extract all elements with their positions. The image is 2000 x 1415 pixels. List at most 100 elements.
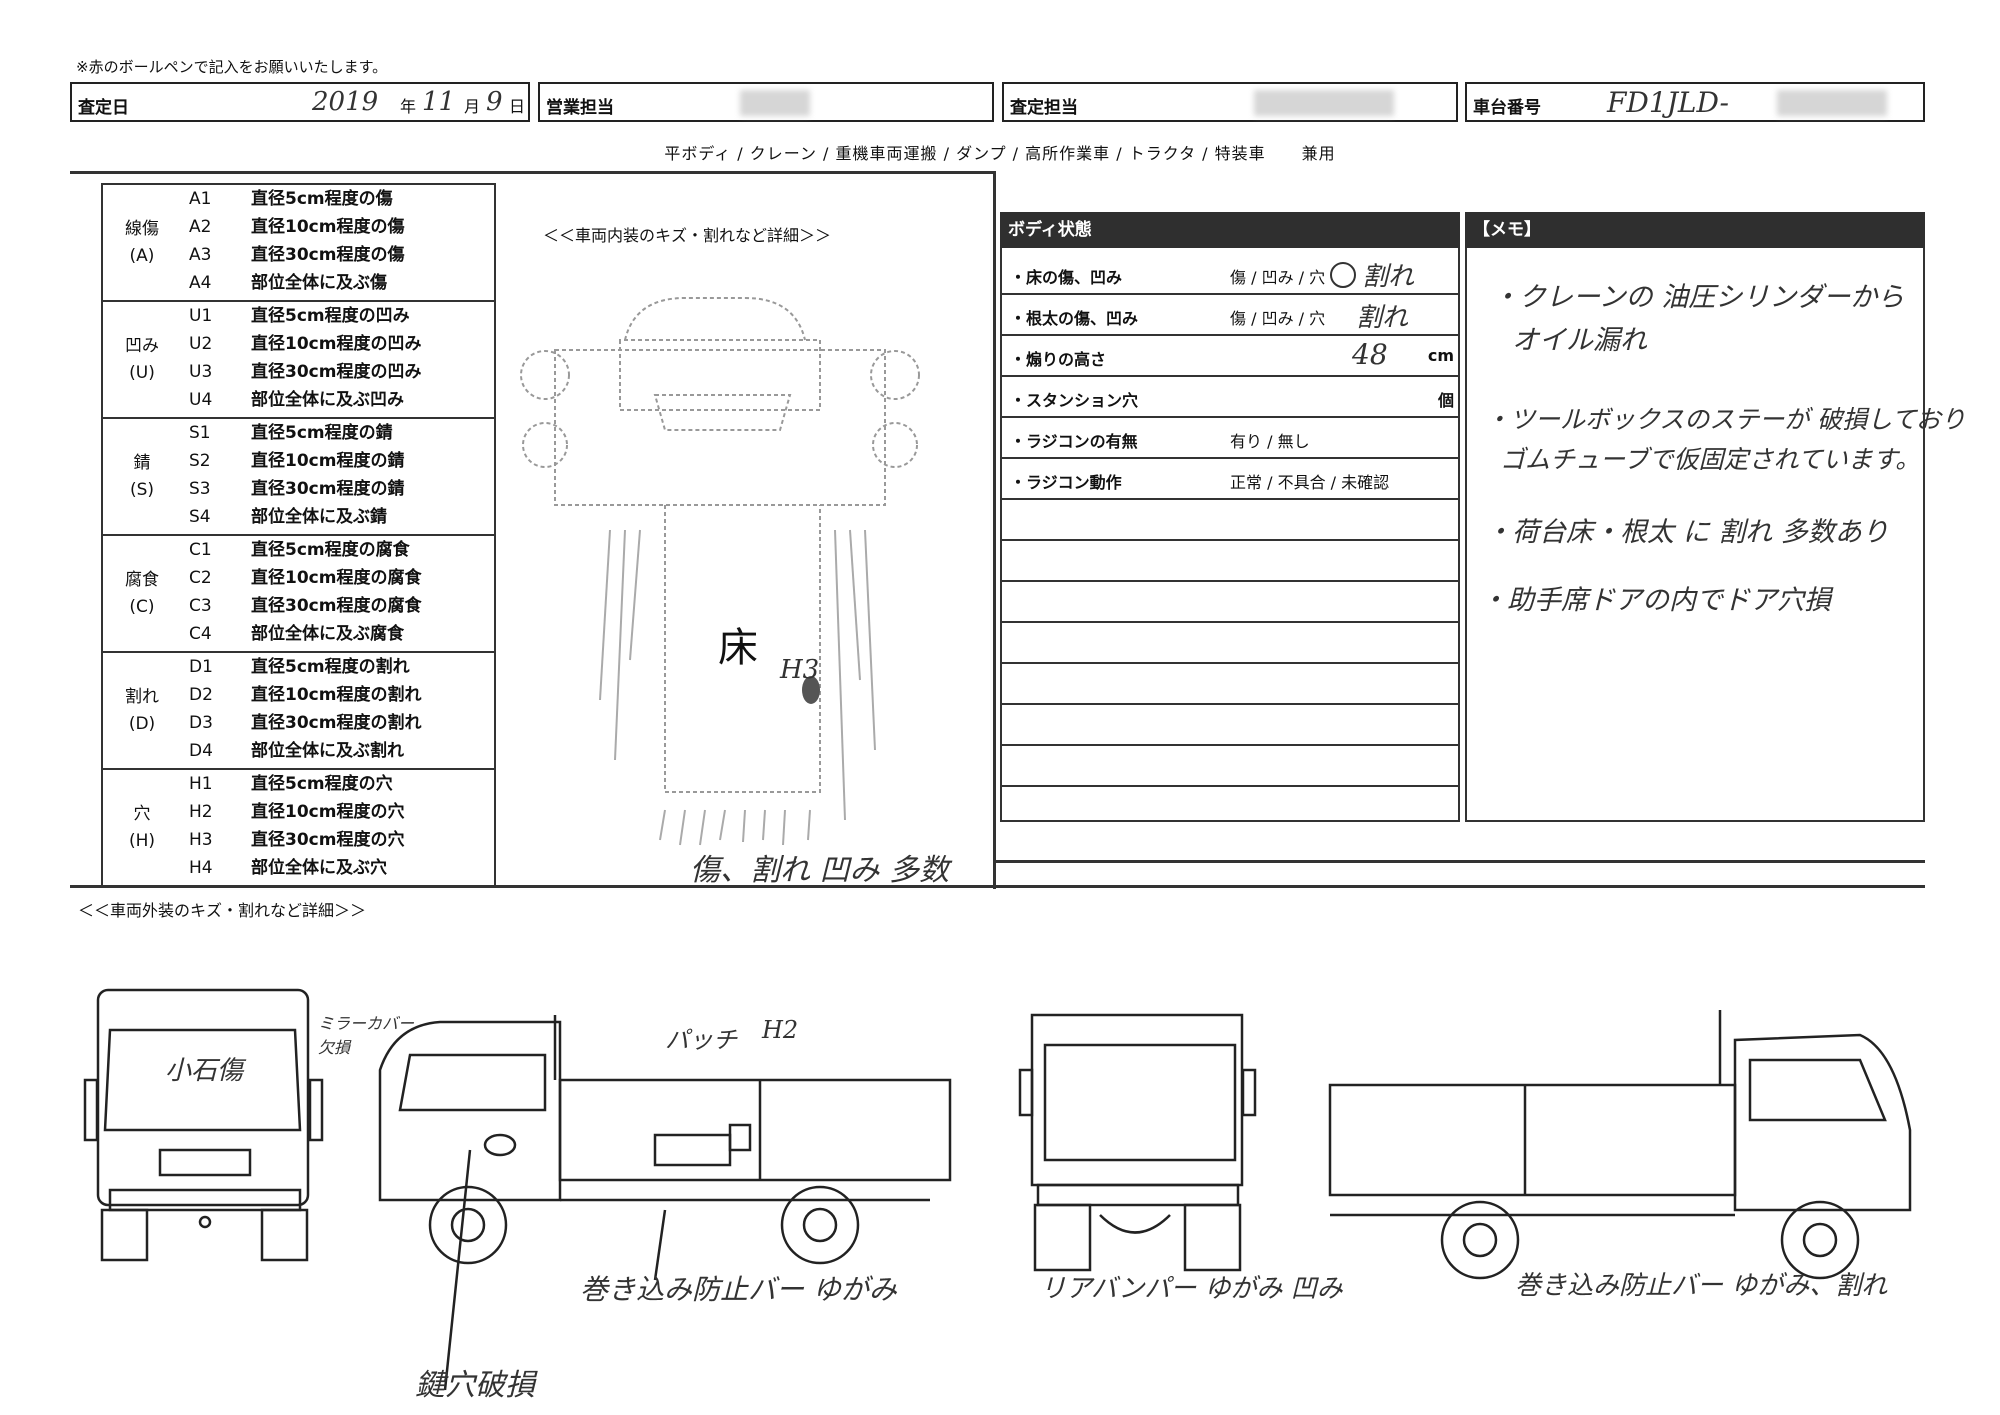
right-mirror bbox=[870, 350, 920, 400]
legend-code: D2 bbox=[189, 685, 213, 705]
exterior-truck-diagrams[interactable] bbox=[0, 960, 2000, 1415]
memo-line: オイル漏れ bbox=[1512, 325, 1647, 356]
legend-desc: 部位全体に及ぶ錆 bbox=[251, 507, 387, 527]
blank-row[interactable] bbox=[1002, 705, 1458, 746]
underrun-left-note: 巻き込み防止バー ゆがみ bbox=[580, 1273, 897, 1306]
console bbox=[653, 394, 792, 431]
blank-row[interactable] bbox=[1002, 582, 1458, 623]
windshield-note: 小石傷 bbox=[165, 1056, 244, 1086]
legend-code: C2 bbox=[189, 568, 212, 588]
legend-desc: 部位全体に及ぶ腐食 bbox=[251, 624, 404, 644]
body-row-joist[interactable]: ・根太の傷、凹み 傷 / 凹み / 穴 割れ bbox=[1002, 295, 1458, 336]
legend-desc: 直径5cm程度の割れ bbox=[251, 657, 410, 677]
body-row-floor[interactable]: ・床の傷、凹み 傷 / 凹み / 穴 割れ bbox=[1002, 254, 1458, 295]
legend-code: A2 bbox=[189, 217, 212, 237]
underrun-leader-line bbox=[653, 1209, 667, 1281]
vehicle-number-field[interactable]: 車台番号 FD1JLD- bbox=[1465, 82, 1925, 122]
body-row-stanchion[interactable]: ・スタンション穴 個 bbox=[1002, 377, 1458, 418]
body-row-remote[interactable]: ・ラジコンの有無 有り / 無し bbox=[1002, 418, 1458, 459]
legend-group-name: 錆 bbox=[133, 453, 151, 473]
blank-row[interactable] bbox=[1002, 623, 1458, 664]
legend-desc: 直径5cm程度の凹み bbox=[251, 306, 410, 326]
blank-row[interactable] bbox=[1002, 500, 1458, 541]
blank-row[interactable] bbox=[1002, 541, 1458, 582]
h2-label: H2 bbox=[762, 1016, 799, 1044]
rear-bumper-note: リアバンパー ゆがみ 凹み bbox=[1040, 1274, 1343, 1304]
body-row-remote-operation[interactable]: ・ラジコン動作 正常 / 不具合 / 未確認 bbox=[1002, 459, 1458, 500]
keyhole-leader-line bbox=[443, 1149, 472, 1391]
truck-side-view-left bbox=[378, 1015, 952, 1265]
appraisal-date-field[interactable]: 査定日 2019 年 11 月 9 日 bbox=[70, 82, 530, 122]
legend-code: S2 bbox=[189, 451, 211, 471]
floor-label: 床 bbox=[718, 625, 758, 671]
row-options: 傷 / 凹み / 穴 bbox=[1230, 309, 1326, 328]
legend-group-code: (S) bbox=[129, 480, 155, 500]
appraiser-label: 査定担当 bbox=[1010, 98, 1078, 118]
legend-desc: 部位全体に及ぶ割れ bbox=[251, 741, 404, 761]
legend-desc: 直径5cm程度の穴 bbox=[251, 774, 393, 794]
legend-desc: 直径10cm程度の割れ bbox=[251, 685, 422, 705]
legend-code: H2 bbox=[189, 802, 213, 822]
cabin-roof bbox=[624, 297, 806, 341]
truck-side-view-right bbox=[1328, 1010, 1912, 1280]
interior-section-title: ＜＜車両内装のキズ・割れなど詳細＞＞ bbox=[543, 226, 832, 245]
legend-group-code: (H) bbox=[128, 831, 156, 851]
body-row-gate-height[interactable]: ・煽りの高さ 48 cm bbox=[1002, 336, 1458, 377]
row-label: ・根太の傷、凹み bbox=[1010, 309, 1139, 328]
dashboard bbox=[619, 339, 821, 411]
memo-line: ・クレーンの 油圧シリンダーから bbox=[1492, 282, 1905, 313]
legend-code: C3 bbox=[189, 596, 212, 616]
legend-code: H1 bbox=[189, 774, 213, 794]
row-handwritten: 48 bbox=[1352, 338, 1388, 371]
legend-code: U1 bbox=[189, 306, 213, 326]
interior-floor-diagram[interactable] bbox=[515, 280, 965, 900]
blank-row[interactable] bbox=[1002, 664, 1458, 705]
legend-code: C4 bbox=[189, 624, 212, 644]
legend-code: U2 bbox=[189, 334, 213, 354]
body-status-title: ボディ状態 bbox=[1000, 212, 1460, 248]
date-month: 11 bbox=[422, 87, 456, 117]
day-unit: 日 bbox=[509, 97, 526, 116]
legend-desc: 部位全体に及ぶ傷 bbox=[251, 273, 387, 293]
blank-row[interactable] bbox=[1002, 746, 1458, 787]
legend-code: A4 bbox=[189, 273, 212, 293]
month-unit: 月 bbox=[464, 97, 481, 116]
exterior-section-title: ＜＜車両外装のキズ・割れなど詳細＞＞ bbox=[78, 901, 367, 920]
legend-desc: 直径30cm程度の錆 bbox=[251, 479, 405, 499]
patch-label: パッチ bbox=[665, 1026, 737, 1054]
redacted-block bbox=[740, 90, 810, 116]
legend-group-code: (U) bbox=[129, 363, 155, 383]
legend-desc: 直径5cm程度の腐食 bbox=[251, 540, 410, 560]
legend-group-name: 凹み bbox=[125, 336, 159, 356]
appraiser-field[interactable]: 査定担当 bbox=[1002, 82, 1458, 122]
legend-desc: 直径5cm程度の錆 bbox=[251, 423, 393, 443]
legend-code: U4 bbox=[189, 390, 213, 410]
memo-line: ・ツールボックスのステーが 破損しており bbox=[1485, 405, 1966, 434]
truck-rear-view bbox=[1018, 1013, 1257, 1272]
selected-circle-icon bbox=[1330, 262, 1356, 288]
instruction-text: ※赤のボールペンで記入をお願いいたします。 bbox=[76, 58, 388, 76]
legend-desc: 直径10cm程度の傷 bbox=[251, 217, 405, 237]
legend-desc: 直径30cm程度の割れ bbox=[251, 713, 422, 733]
sales-label: 営業担当 bbox=[546, 98, 614, 118]
legend-code: A3 bbox=[189, 245, 212, 265]
row-label: ・スタンション穴 bbox=[1010, 391, 1139, 410]
row-label: ・煽りの高さ bbox=[1010, 350, 1107, 369]
interior-note: 傷、割れ 凹み 多数 bbox=[690, 853, 950, 888]
legend-group-name: 腐食 bbox=[125, 570, 159, 590]
mirror-note: ミラーカバー 欠損 bbox=[318, 1014, 415, 1057]
underrun-right-note: 巻き込み防止バー ゆがみ、割れ bbox=[1515, 1271, 1888, 1301]
legend-group-code: (A) bbox=[129, 246, 155, 266]
legend-group-code: (C) bbox=[129, 597, 155, 617]
sales-rep-field[interactable]: 営業担当 bbox=[538, 82, 994, 122]
legend-code: S4 bbox=[189, 507, 211, 527]
left-mirror bbox=[520, 350, 570, 400]
floor-outline bbox=[664, 505, 821, 793]
memo-title: 【メモ】 bbox=[1465, 212, 1925, 248]
h3-hole-mark bbox=[802, 676, 820, 704]
